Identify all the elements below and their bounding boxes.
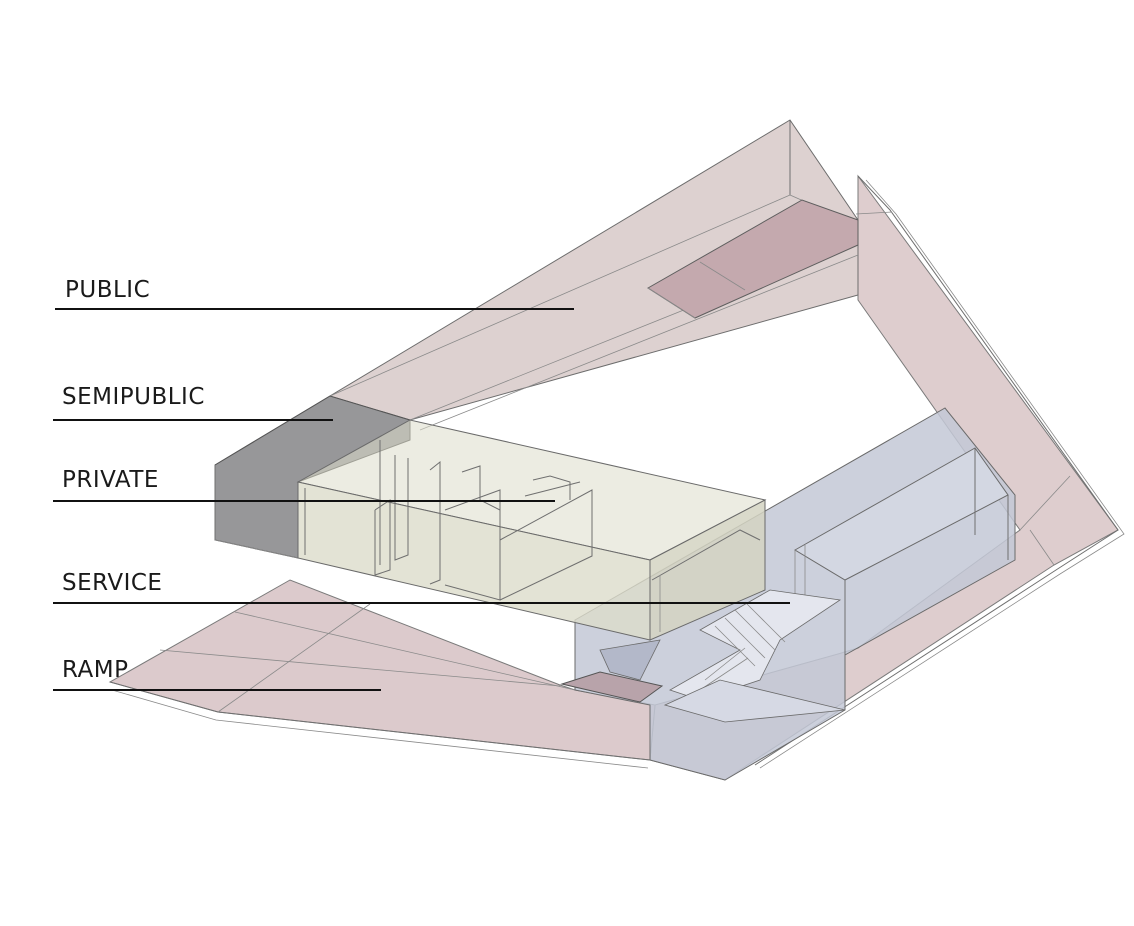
label-ramp: RAMP (62, 657, 129, 683)
label-service: SERVICE (62, 570, 162, 596)
public-volume (214, 119, 859, 466)
label-public: PUBLIC (65, 277, 150, 303)
label-semipublic: SEMIPUBLIC (62, 384, 205, 410)
legend-ramp: RAMP (53, 657, 381, 691)
service-volume (560, 407, 1016, 781)
legend-public: PUBLIC (55, 277, 574, 310)
legend-semipublic: SEMIPUBLIC (53, 384, 333, 421)
private-volume (296, 419, 767, 641)
legend-service: SERVICE (53, 570, 790, 604)
service-stair (663, 589, 846, 723)
label-private: PRIVATE (62, 467, 159, 493)
legend-private: PRIVATE (53, 467, 555, 502)
